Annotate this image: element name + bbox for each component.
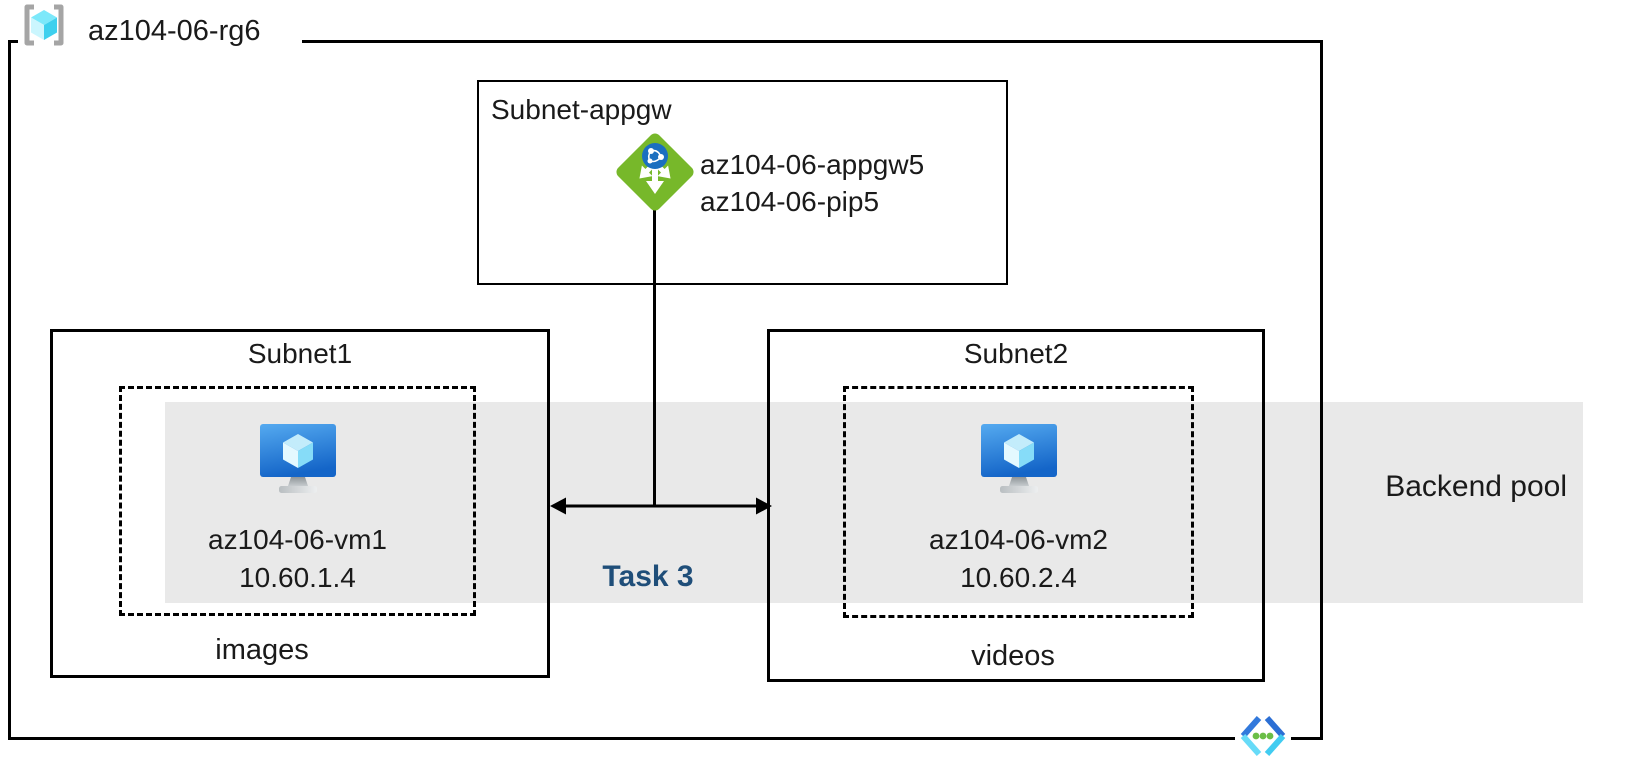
resource-group-title: az104-06-rg6	[88, 15, 261, 47]
vm1-icon	[260, 424, 336, 493]
vm1-ip: 10.60.1.4	[239, 562, 356, 593]
vm1-name: az104-06-vm1	[208, 524, 387, 555]
backend-pool-label: Backend pool	[1385, 470, 1567, 503]
vm1-labels: az104-06-vm1 10.60.1.4	[119, 521, 476, 597]
appgw-name: az104-06-appgw5	[700, 149, 925, 180]
subnet2-storage-label: videos	[971, 640, 1055, 672]
backend-pool-band	[165, 402, 1583, 603]
subnet2-title: Subnet2	[963, 338, 1069, 369]
vm2-name: az104-06-vm2	[929, 524, 1108, 555]
task-label: Task 3	[602, 560, 694, 593]
appgw-subnet-title: Subnet-appgw	[491, 94, 672, 125]
subnet1-dashed-box	[119, 386, 476, 616]
subnet2-dashed-box	[843, 386, 1194, 618]
resource-group-icon	[18, 2, 70, 48]
vm2-labels: az104-06-vm2 10.60.2.4	[843, 521, 1194, 597]
application-gateway-icon	[616, 133, 694, 211]
bidirectional-arrow	[550, 497, 772, 515]
subnet1-storage-label: images	[215, 634, 309, 666]
subnet1-title: Subnet1	[247, 338, 353, 369]
appgw-connector-line	[653, 208, 656, 506]
vm2-icon	[981, 424, 1057, 493]
vm2-ip: 10.60.2.4	[960, 562, 1077, 593]
resource-group-box	[8, 40, 1323, 740]
pip-name: az104-06-pip5	[700, 186, 880, 217]
subnet1-box	[50, 329, 550, 678]
appgw-name-label: az104-06-appgw5 az104-06-pip5	[700, 146, 924, 220]
virtual-network-icon	[1235, 711, 1291, 761]
resource-group-border-gap	[20, 36, 302, 47]
appgw-subnet-box	[477, 80, 1008, 285]
